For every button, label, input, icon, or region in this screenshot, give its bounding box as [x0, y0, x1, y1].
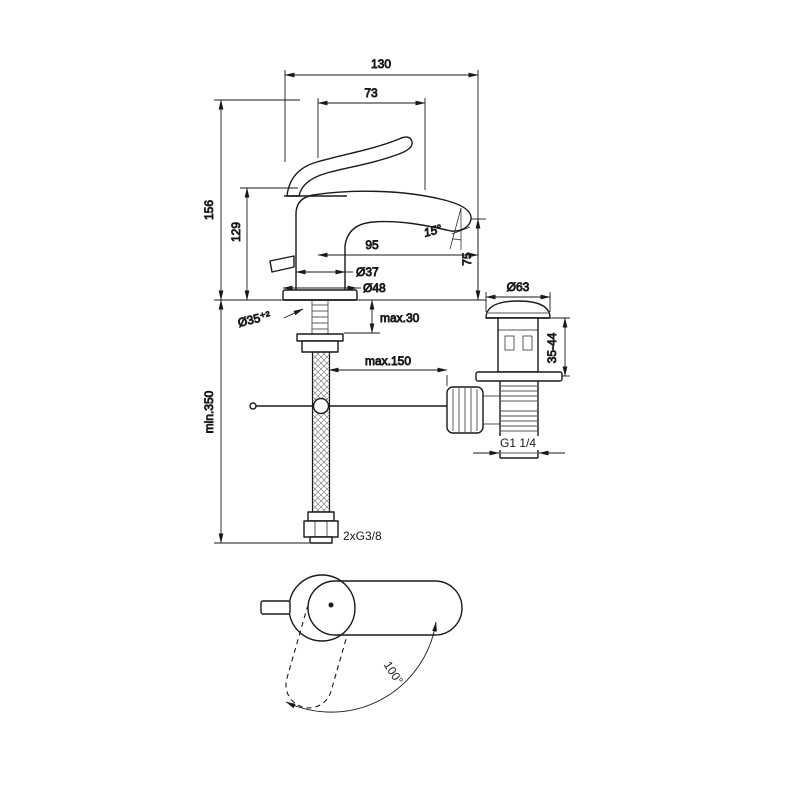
dim-label-clamping-range: 35-44 — [545, 332, 559, 363]
dim-label-outlet-height: 75 — [460, 252, 474, 266]
waste-assembly — [446, 300, 563, 459]
dim-label-total-height: 156 — [202, 200, 216, 220]
top-view: 100° — [260, 574, 463, 713]
center-dot — [328, 602, 334, 608]
lever-handle — [286, 136, 413, 197]
supply-hose — [303, 351, 339, 544]
dim-outlet-height: 75 — [460, 218, 486, 301]
dim-waste-cap: Ø63 — [485, 280, 551, 312]
dim-label-hose-thread: 2xG3/8 — [343, 529, 382, 543]
dim-spout-angle: 15° — [422, 207, 462, 250]
dim-label-waste-thread: G1 1/4 — [500, 436, 536, 450]
dim-label-hole-diameter: Ø35⁺² — [236, 308, 271, 330]
rod-joint — [312, 397, 330, 415]
rod-clamp-nut — [446, 386, 500, 434]
dim-label-spout-angle: 15° — [422, 222, 443, 240]
pop-up-rod — [249, 397, 449, 415]
swivel-arc — [285, 621, 437, 713]
dim-spout-reach: 73 — [317, 86, 426, 190]
dim-deck-thickness: max.30 — [344, 299, 420, 334]
dim-label-hose-length: min.350 — [202, 390, 216, 433]
dim-label-body-height: 129 — [229, 222, 243, 242]
dim-label-spout-reach: 73 — [364, 86, 378, 100]
dim-body-diameter: Ø37 — [295, 265, 379, 279]
hose-nut — [303, 520, 339, 538]
side-knob — [269, 255, 295, 273]
rod-end-ball — [249, 402, 257, 410]
overflow-slot — [504, 335, 515, 351]
hose-ferrule — [307, 511, 335, 522]
dim-label-deck-thickness: max.30 — [380, 311, 420, 325]
faucet-side-view — [214, 136, 486, 353]
dim-total-height: 156 — [202, 99, 300, 301]
dim-depth: 95 — [317, 238, 479, 258]
dim-label-waste-cap: Ø63 — [507, 280, 530, 294]
hose-tip — [309, 536, 333, 544]
dim-total-width: 130 — [284, 57, 479, 300]
pin-top-view — [260, 600, 291, 615]
mounting-washer — [296, 333, 344, 342]
dim-label-base-diameter: Ø48 — [363, 281, 386, 295]
handle-top-view — [307, 580, 463, 636]
base-flange — [282, 289, 358, 301]
dim-hose-length: min.350 — [202, 299, 309, 544]
waste-cap — [485, 300, 551, 319]
body-and-spout — [295, 190, 472, 290]
overflow-slot — [522, 335, 533, 351]
braided-hose — [311, 351, 331, 513]
dim-hole-diameter: Ø35⁺² — [236, 308, 304, 330]
dim-waste-thread: G1 1/4 — [473, 436, 565, 456]
dim-clamping-range: 35-44 — [545, 317, 570, 377]
dim-label-body-diameter: Ø37 — [356, 265, 379, 279]
dim-label-total-width: 130 — [371, 57, 391, 71]
dim-base-diameter: Ø48 — [282, 281, 386, 295]
dim-body-height: 129 — [229, 187, 298, 301]
waste-flange — [475, 371, 563, 382]
dim-label-swivel-angle: 100° — [381, 659, 406, 688]
dim-label-rod-length: max.150 — [365, 354, 411, 368]
mounting-nut — [301, 340, 339, 353]
dim-label-depth: 95 — [365, 238, 379, 252]
dim-rod-length: max.150 — [328, 354, 448, 386]
